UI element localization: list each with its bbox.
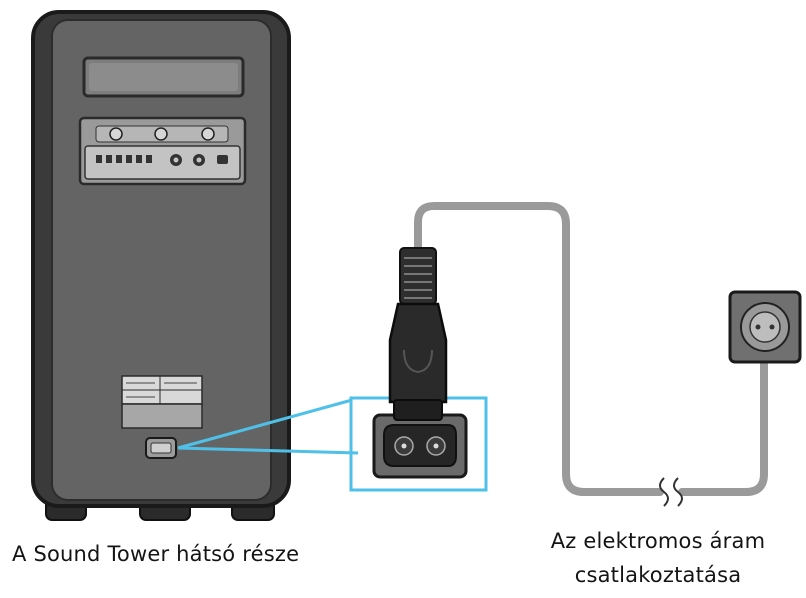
caption-power-connection-line1: Az elektromos áram (550, 529, 766, 553)
cable-break-mark (659, 477, 683, 507)
speaker-label-text-marks (126, 382, 197, 398)
speaker-knob-3 (201, 127, 215, 141)
speaker-knob-1 (109, 127, 123, 141)
wall-outlet-hole-right (769, 324, 775, 330)
wall-outlet-plug-face (749, 311, 781, 343)
callout-line-lower (177, 446, 359, 455)
speaker-jack-hole-1 (173, 157, 179, 163)
cable-segment-to-break (414, 202, 664, 496)
zoomed-power-inlet (372, 413, 468, 479)
callout-line-upper (177, 398, 353, 450)
speaker-jack-hole-2 (196, 157, 202, 163)
plug-body-curve (403, 349, 433, 374)
plug-head (393, 399, 443, 421)
figure-8-power-plug (388, 247, 448, 421)
sound-tower-back (31, 10, 291, 521)
plug-ribs (404, 257, 432, 299)
speaker-io-lower-panel (84, 145, 241, 180)
inlet-pin-dot-right (433, 443, 439, 449)
power-cable (414, 202, 768, 496)
speaker-handle-inner (89, 63, 238, 91)
cable-segment-to-outlet (678, 352, 768, 496)
wall-outlet-hole-left (755, 324, 761, 330)
speaker-knob-2 (154, 127, 168, 141)
inlet-pin-dot-left (401, 443, 407, 449)
inlet-socket-figure8 (383, 424, 457, 467)
speaker-label-lower (121, 403, 203, 429)
plug-strain-relief (399, 247, 437, 305)
caption-power-connection-line2: csatlakoztatása (574, 563, 742, 587)
speaker-power-inlet-slot (150, 442, 172, 454)
speaker-io-jacks (96, 154, 228, 166)
wall-outlet-icon (728, 290, 802, 364)
plug-body (388, 302, 448, 404)
caption-sound-tower-back: A Sound Tower hátsó része (12, 542, 300, 566)
